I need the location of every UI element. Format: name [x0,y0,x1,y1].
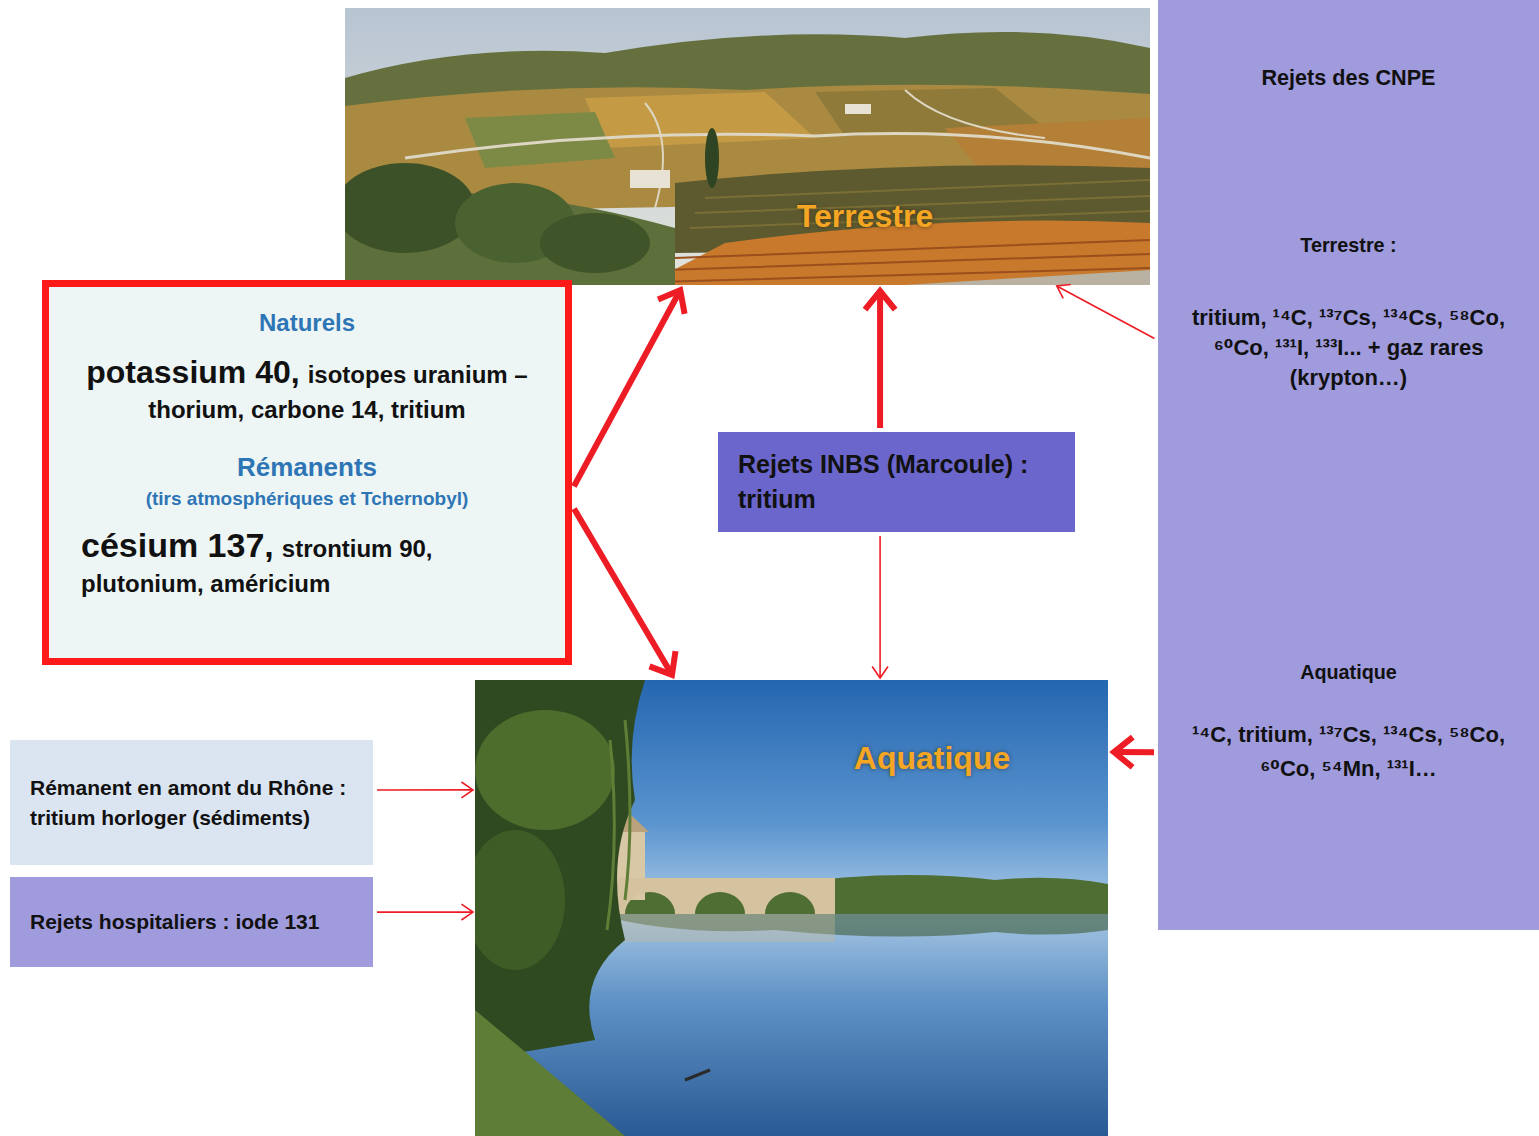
field-patch [465,112,615,168]
source-box: Rejets hospitaliers : iode 131 [10,877,373,967]
foliage [475,830,565,970]
arrow-head [872,666,888,678]
box-text: Rémanent en amont du Rhône : tritium hor… [30,776,346,828]
isotope-text: potassium 40, [86,354,299,390]
text-group: césium 137,strontium 90, plutonium, amér… [71,523,543,598]
text-group: Rejets hospitaliers : iode 131 [30,907,353,936]
section-heading: Terrestre : [1158,233,1539,259]
text-slot: tritium, ¹⁴C, ¹³⁷Cs, ¹³⁴Cs, ⁵⁸Co, ⁶⁰Co, … [1188,303,1509,393]
photo-label: Aquatique [832,738,1032,780]
arrow-head [1114,737,1133,767]
connector-arrow [865,291,895,428]
panel-heading: Rejets des CNPE [1158,64,1539,92]
text-slot: Aquatique [1158,660,1539,686]
group-heading: Rémanents [237,452,377,482]
group-note: (tirs atmosphériques et Tchernobyl) [146,488,469,509]
source-box: Rémanent en amont du Rhône : tritium hor… [10,740,373,865]
stone-wall [905,270,1150,285]
text-slot: ¹⁴C, tritium, ¹³⁷Cs, ¹³⁴Cs, ⁵⁸Co, ⁶⁰Co, … [1188,718,1509,786]
arrow-head [461,782,473,798]
text-slot: Rejets des CNPE [1158,64,1539,92]
arrow-head [865,291,895,310]
connector-line [377,911,473,913]
text-group: Rejets INBS (Marcoule) : tritium [738,447,1055,517]
source-panel: Rejets des CNPE Terrestre : tritium, ¹⁴C, … [1158,0,1539,930]
section-heading: Aquatique [1158,660,1539,686]
bridge-reflection [605,914,835,942]
isotope-text: césium 137, [81,526,274,564]
connector-line [879,536,881,678]
connector-arrow [574,290,685,486]
isotope-list: tritium, ¹⁴C, ¹³⁷Cs, ¹³⁴Cs, ⁵⁸Co, ⁶⁰Co, … [1188,303,1509,393]
photo-label: Terrestre [745,196,985,238]
arrow-head [1057,284,1071,298]
photo-region: Aquatique [475,680,1108,1136]
cypress [705,128,719,188]
box-text: Rejets INBS (Marcoule) : tritium [738,450,1028,513]
connector-arrow [1057,284,1155,338]
field-patch [585,92,815,148]
vineyard-photo [345,8,1150,285]
arrow-head [650,651,676,675]
text-slot: Terrestre : [1158,233,1539,259]
road [645,103,663,208]
tree-line [595,875,1108,914]
house [845,104,871,114]
text-group: Rémanent en amont du Rhône : tritium hor… [30,773,353,832]
group-heading: Naturels [259,309,355,336]
text-group: Naturels [71,307,543,338]
willow-branches [607,720,630,930]
connector-line [377,789,473,791]
text-group: Rémanents [71,451,543,485]
foliage [475,710,615,830]
arrow-head [658,290,685,314]
photo-region: Terrestre [345,8,1150,285]
house [630,170,670,188]
text-group: potassium 40,isotopes uranium – thorium,… [71,352,543,425]
road [905,90,1045,138]
box-text: Rejets hospitaliers : iode 131 [30,910,319,933]
source-box: Naturels potassium 40,isotopes uranium – … [42,280,572,665]
twig [685,1070,710,1080]
connector-arrow [872,536,888,678]
sky [345,8,1150,285]
bridge [605,878,835,914]
tree [540,213,650,273]
connector-line [1057,286,1155,339]
text-slot: Terrestre [745,196,985,238]
isotope-list: ¹⁴C, tritium, ¹³⁷Cs, ¹³⁴Cs, ⁵⁸Co, ⁶⁰Co, … [1188,718,1509,786]
river-photo [475,680,1108,1136]
connector-line [574,509,672,675]
text-group: (tirs atmosphériques et Tchernobyl) [71,487,543,512]
connector-arrow [377,904,473,920]
connector-arrow [574,509,675,675]
connector-line [574,290,680,486]
source-box: Rejets INBS (Marcoule) : tritium [718,432,1075,532]
text-slot: Aquatique [832,738,1032,780]
connector-arrow [377,782,473,798]
connector-line [877,291,883,428]
tree [345,163,475,253]
arrow-head [461,904,473,920]
river-bank [475,1010,625,1136]
connector-arrow [1114,737,1154,767]
